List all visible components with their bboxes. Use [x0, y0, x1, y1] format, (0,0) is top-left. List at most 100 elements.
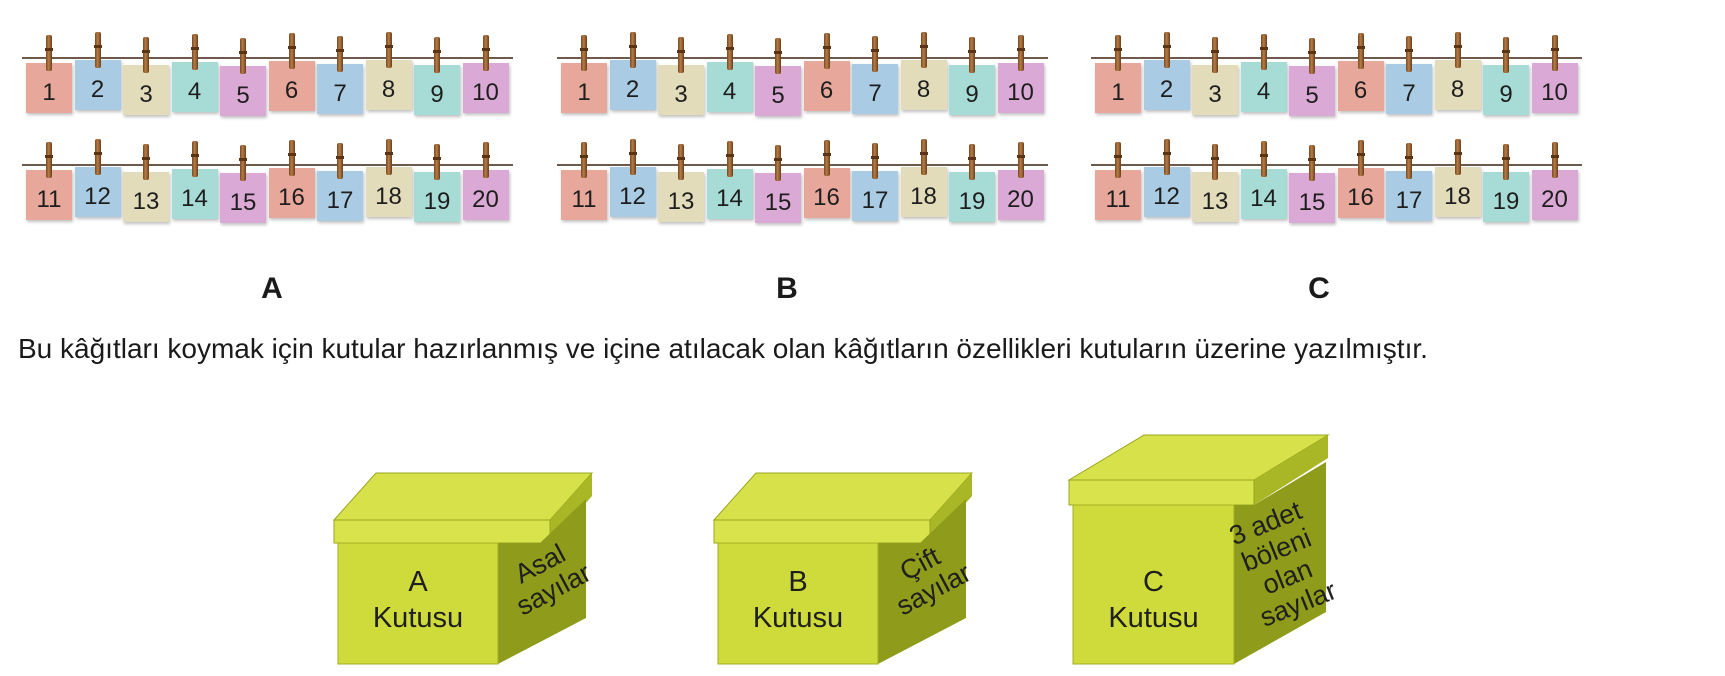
- number-card: 16: [268, 168, 315, 218]
- clothespin-icon: [1162, 139, 1171, 175]
- clothespin-icon: [384, 32, 393, 68]
- number-card: 18: [900, 167, 947, 217]
- number-card: 3: [658, 65, 704, 115]
- clothespin-icon: [1114, 35, 1122, 71]
- number-card: 2: [1143, 60, 1190, 110]
- number-card: 17: [852, 171, 898, 221]
- clothespin-icon: [433, 37, 441, 73]
- clothespin-icon: [481, 142, 490, 178]
- box-c-front: [1072, 504, 1235, 665]
- clothespin-icon: [968, 144, 976, 180]
- group-label-b: B: [776, 272, 798, 305]
- clothespin-icon: [580, 142, 588, 178]
- clothesline-string: [557, 164, 1048, 166]
- box-b-title-line1: B: [788, 566, 808, 598]
- clothespin-icon: [1016, 35, 1025, 71]
- number-card: 4: [1240, 62, 1287, 112]
- clothespin-icon: [822, 140, 831, 176]
- number-card: 8: [365, 60, 412, 110]
- clothespin-icon: [1550, 35, 1559, 71]
- number-card: 14: [706, 169, 753, 219]
- number-card: 13: [123, 172, 169, 222]
- box-c-lid-front: [1068, 479, 1255, 506]
- number-card: 13: [658, 172, 704, 222]
- clothespin-icon: [1502, 37, 1510, 73]
- clothespin-icon: [1405, 36, 1413, 72]
- number-card: 16: [803, 168, 850, 218]
- clothespin-icon: [1211, 144, 1219, 180]
- number-card: 6: [1337, 61, 1384, 111]
- box-c-title-line2: Kutusu: [1108, 602, 1199, 634]
- box-a-side: [498, 499, 586, 664]
- clothespin-icon: [93, 32, 102, 68]
- number-card: 8: [900, 60, 947, 110]
- clothespin-icon: [1308, 145, 1316, 181]
- number-card: 4: [171, 62, 218, 112]
- clothesline-string: [1091, 57, 1582, 59]
- box-c-side: [1234, 462, 1326, 664]
- number-card: 9: [414, 65, 460, 115]
- number-card: 20: [462, 170, 509, 220]
- number-card: 7: [852, 64, 898, 114]
- number-card: 20: [997, 170, 1044, 220]
- box-a-title-line1: A: [408, 566, 428, 598]
- number-card: 10: [462, 63, 509, 113]
- number-card: 7: [317, 64, 363, 114]
- clothespin-icon: [677, 144, 685, 180]
- number-card: 17: [1386, 171, 1432, 221]
- number-card: 11: [26, 170, 72, 220]
- clothespin-icon: [1259, 34, 1268, 70]
- clothespin-icon: [774, 145, 782, 181]
- clothespin-icon: [1453, 139, 1462, 175]
- number-card: 19: [414, 172, 460, 222]
- number-card: 18: [365, 167, 412, 217]
- clothespin-icon: [433, 144, 441, 180]
- box-c-lid-side: [1254, 435, 1328, 505]
- number-card: 15: [755, 173, 801, 223]
- number-card: 1: [561, 63, 607, 113]
- clothespin-icon: [919, 139, 928, 175]
- box-a-title-line2: Kutusu: [372, 602, 464, 634]
- number-card: 14: [171, 169, 218, 219]
- box-b-title-line2: Kutusu: [752, 602, 844, 634]
- number-card: 1: [26, 63, 72, 113]
- clothespin-icon: [1114, 142, 1122, 178]
- clothespin-icon: [239, 38, 247, 74]
- clothesline-string: [22, 164, 513, 166]
- clothespin-icon: [919, 32, 928, 68]
- clothesline-string: [557, 57, 1048, 59]
- number-card: 2: [74, 60, 121, 110]
- number-card: 7: [1386, 64, 1432, 114]
- number-card: 10: [1531, 63, 1578, 113]
- clothespin-icon: [1259, 141, 1268, 177]
- number-card: 8: [1434, 60, 1481, 110]
- number-card: 20: [1531, 170, 1578, 220]
- clothespin-icon: [384, 139, 393, 175]
- box-a-front: [337, 542, 499, 665]
- number-card: 1: [1095, 63, 1141, 113]
- clothespin-icon: [628, 139, 637, 175]
- clothespin-icon: [45, 142, 53, 178]
- number-card: 11: [561, 170, 607, 220]
- clothespin-icon: [45, 35, 53, 71]
- clothespin-icon: [93, 139, 102, 175]
- number-card: 19: [949, 172, 995, 222]
- box-b-front: [717, 542, 879, 665]
- clothespin-icon: [677, 37, 685, 73]
- number-card: 3: [1192, 65, 1238, 115]
- clothespin-icon: [1502, 144, 1510, 180]
- clothespin-icon: [239, 145, 247, 181]
- number-card: 6: [803, 61, 850, 111]
- number-card: 2: [609, 60, 656, 110]
- number-card: 11: [1095, 170, 1141, 220]
- number-card: 19: [1483, 172, 1529, 222]
- number-card: 14: [1240, 169, 1287, 219]
- number-card: 5: [220, 66, 266, 116]
- number-card: 12: [609, 167, 656, 217]
- clothespin-icon: [1016, 142, 1025, 178]
- number-card: 18: [1434, 167, 1481, 217]
- box-a-title: A Kutusu: [338, 564, 498, 636]
- clothespin-icon: [725, 34, 734, 70]
